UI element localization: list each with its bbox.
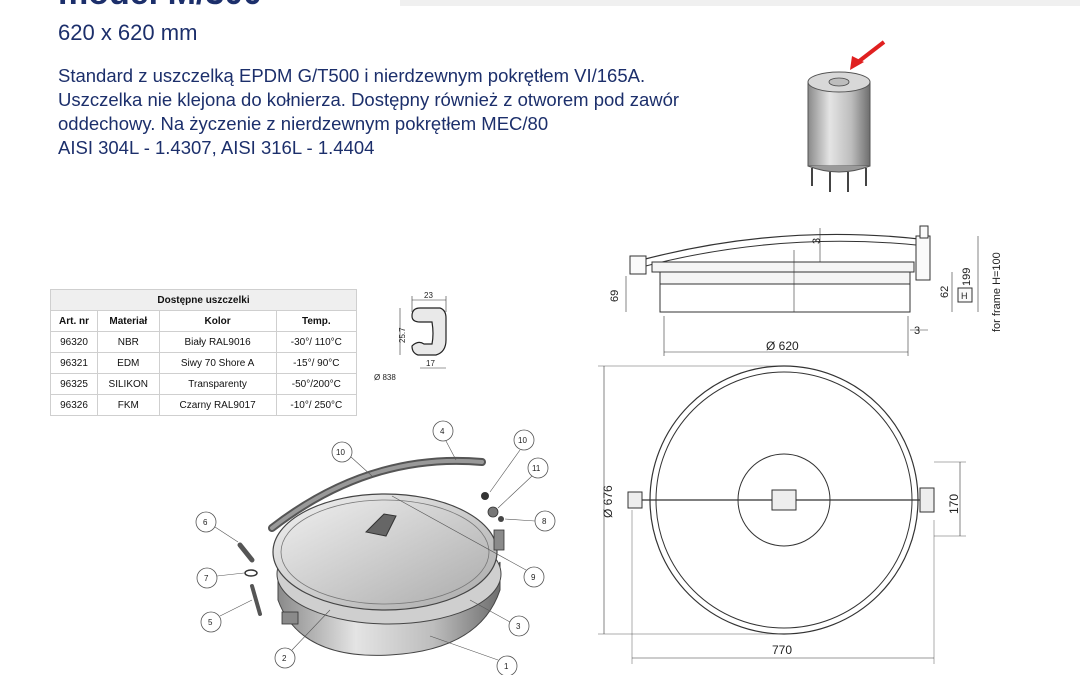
cell: -10°/ 250°C <box>275 394 358 416</box>
seal-diameter-dim: Ø 838 <box>374 373 396 382</box>
table-row: 96321 EDM Siwy 70 Shore A -15°/ 90°C <box>49 352 358 374</box>
part-label: 9 <box>531 573 536 582</box>
frame-note: for frame H=100 <box>991 252 1003 332</box>
cell: 96326 <box>49 394 99 416</box>
part-label: 1 <box>504 662 509 671</box>
part-label: 5 <box>208 618 213 627</box>
product-description: Standard z uszczelką EPDM G/T500 i nierd… <box>58 64 758 160</box>
part-label: 3 <box>516 622 521 631</box>
top-diameter: Ø 676 <box>601 485 615 518</box>
seal-table: Dostępne uszczelki Art. nr Materiał Kolo… <box>49 289 358 416</box>
top-divider-bar <box>400 0 1080 6</box>
part-label: 8 <box>542 517 547 526</box>
cell: SILIKON <box>97 373 160 395</box>
tank-illustration <box>807 71 871 192</box>
description-line-2: Uszczelka nie klejona do kołnierza. Dost… <box>58 89 680 110</box>
part-label: 6 <box>203 518 208 527</box>
top-view-drawing: Ø 676 770 170 <box>598 365 966 664</box>
cell: NBR <box>97 331 160 353</box>
seal-lip-dim: 17 <box>426 359 435 368</box>
table-row: 96325 SILIKON Transparenty -50°/200°C <box>49 373 358 395</box>
part-label: 10 <box>518 436 527 445</box>
description-line-4: AISI 304L - 1.4307, AISI 316L - 1.4404 <box>58 137 375 158</box>
side-diameter: Ø 620 <box>766 339 799 353</box>
marker-label: H <box>961 291 968 301</box>
seal-height-dim: 25.7 <box>398 327 407 343</box>
seal-table-caption: Dostępne uszczelki <box>50 289 357 311</box>
arrow-icon <box>850 40 886 70</box>
description-line-1: Standard z uszczelką EPDM G/T500 i nierd… <box>58 65 646 86</box>
top-width: 770 <box>772 643 792 657</box>
description-line-3: oddechowy. Na życzenie z nierdzewnym pok… <box>58 113 549 134</box>
part-label: 4 <box>440 427 445 436</box>
side-dim-left: 69 <box>609 290 621 302</box>
side-dim-mid: 62 <box>939 286 951 298</box>
table-row: 96326 FKM Czarny RAL9017 -10°/ 250°C <box>49 394 358 416</box>
side-dim-top: 3 <box>811 238 823 244</box>
side-dim-gap: 3 <box>914 325 920 337</box>
cell: FKM <box>97 394 160 416</box>
side-view-drawing: H 3 69 62 199 for frame H=100 3 Ø 620 <box>609 225 1003 356</box>
part-label: 11 <box>532 464 541 473</box>
top-height: 170 <box>947 494 961 514</box>
size-subtitle: 620 x 620 mm <box>58 20 198 45</box>
part-label: 7 <box>204 574 209 583</box>
model-title: model M/300 <box>58 0 262 13</box>
part-label: 2 <box>282 654 287 663</box>
exploded-view-drawing: 1 2 3 4 5 6 7 8 9 10 10 11 <box>195 420 556 675</box>
seal-width-dim: 23 <box>424 291 433 300</box>
seal-profile-drawing: 23 25.7 17 Ø 838 <box>374 291 447 382</box>
part-label: 10 <box>336 448 345 457</box>
side-dim-right: 199 <box>961 268 973 286</box>
